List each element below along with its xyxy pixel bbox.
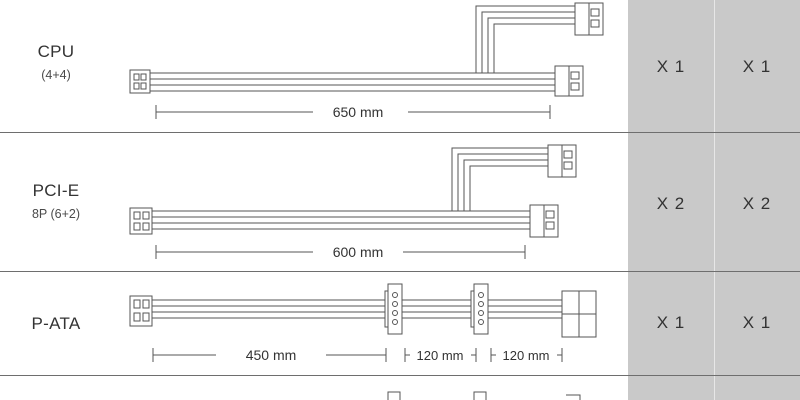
quantity-value: X 1 bbox=[656, 57, 686, 76]
pata-cable-label: P-ATA bbox=[0, 314, 112, 334]
quantity-value: X 2 bbox=[742, 194, 772, 213]
cpu-cable-label: CPU (4+4) bbox=[0, 42, 112, 82]
segment-length-label: 120 mm bbox=[417, 348, 464, 363]
quantity-value: X 1 bbox=[656, 313, 686, 332]
row-divider bbox=[0, 132, 800, 133]
cable-length-label: 650 mm bbox=[333, 104, 384, 120]
cable-name: CPU bbox=[37, 42, 75, 61]
cable-pin-config: 8P (6+2) bbox=[31, 207, 81, 221]
quantity-value: X 1 bbox=[742, 313, 772, 332]
quantity-value: X 2 bbox=[656, 194, 686, 213]
pcie-cable-drawing bbox=[129, 144, 577, 259]
segment-length-label: 120 mm bbox=[503, 348, 550, 363]
row-divider bbox=[0, 375, 800, 376]
cable-name: PCI-E bbox=[32, 181, 80, 200]
quantity-column-divider bbox=[714, 0, 715, 400]
pata-cable-drawing bbox=[129, 283, 597, 362]
cable-length-label: 600 mm bbox=[333, 244, 384, 260]
pcie-cable-label: PCI-E 8P (6+2) bbox=[0, 181, 112, 221]
cable-length-label: 450 mm bbox=[246, 347, 297, 363]
partial-cable-drawing bbox=[387, 391, 581, 400]
quantity-value: X 1 bbox=[742, 57, 772, 76]
cable-name: P-ATA bbox=[31, 314, 81, 333]
row-divider bbox=[0, 271, 800, 272]
cpu-cable-drawing bbox=[129, 2, 604, 119]
cable-diagrams: 650 mm 600 mm 450 mm 120 mm 120 mm bbox=[129, 2, 604, 400]
cable-pin-config: (4+4) bbox=[41, 68, 71, 82]
